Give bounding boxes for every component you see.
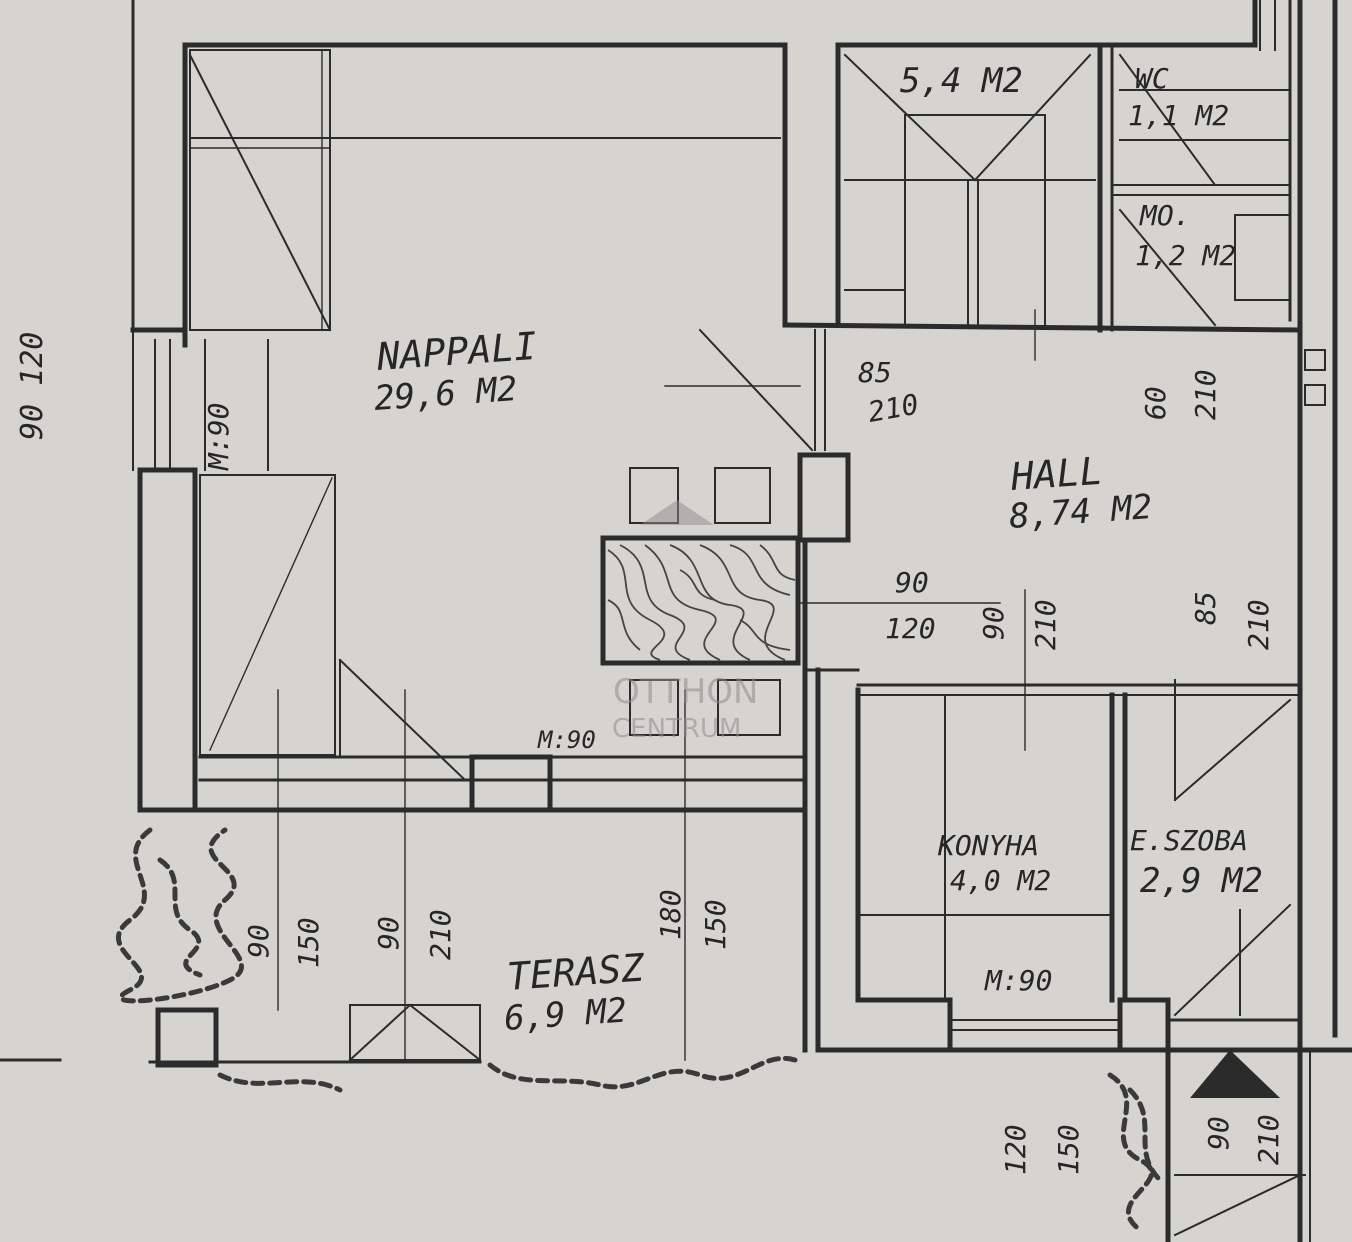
- dim-150-b: 150: [699, 899, 732, 950]
- nappali-area: 29,6 M2: [373, 369, 519, 419]
- konyha-name: KONYHA: [937, 829, 1039, 862]
- konyha-area: 4,0 M2: [950, 864, 1051, 897]
- dim-90-d: 90: [372, 916, 405, 950]
- m90-left: M:90: [202, 403, 235, 471]
- mo-area: 1,2 M2: [1135, 239, 1236, 272]
- hall-name: HALL: [1009, 449, 1104, 499]
- watermark-house-icon: [640, 500, 714, 525]
- eszoba-name: E.SZOBA: [1130, 824, 1248, 857]
- fixtures: [188, 49, 1326, 1237]
- dim-120-b: 120: [999, 1124, 1032, 1175]
- dim-150: 150: [292, 917, 325, 968]
- room-labels: NAPPALI 29,6 M2 5,4 M2 WC 1,1 M2 MO. 1,2…: [373, 61, 1263, 1039]
- dim-210-c: 210: [1029, 599, 1062, 650]
- watermark-line2: CENTRUM: [612, 714, 741, 744]
- m90-kitchen-window: M:90: [537, 726, 596, 754]
- dim-180: 180: [654, 889, 687, 940]
- wc-area: 1,1 M2: [1128, 99, 1229, 132]
- dim-90-c: 90: [242, 924, 275, 958]
- dim-210-d: 210: [1242, 599, 1275, 650]
- dim-85: 85: [858, 356, 892, 389]
- dim-210-e: 210: [424, 909, 457, 960]
- terasz-area: 6,9 M2: [503, 991, 628, 1039]
- dim-120: 120: [885, 612, 936, 645]
- dim-210-f: 210: [1252, 1114, 1285, 1165]
- m90-kitchen: M:90: [984, 964, 1052, 997]
- shrubs: [115, 827, 1163, 1233]
- watermark-line1: OTTHON: [613, 672, 758, 712]
- fireplace-hatch: [600, 535, 801, 666]
- dim-210-b: 210: [1189, 369, 1222, 420]
- watermark: OTTHON CENTRUM: [612, 500, 758, 744]
- terasz-name: TERASZ: [506, 945, 647, 999]
- wc-name: WC: [1135, 62, 1169, 95]
- furdo-area: 5,4 M2: [900, 61, 1023, 101]
- dim-90-a: 90: [895, 566, 929, 599]
- dim-90-b: 90: [977, 606, 1010, 640]
- dim-85-b: 85: [1189, 591, 1222, 625]
- side-mark: 90 120: [15, 332, 50, 440]
- eszoba-area: 2,9 M2: [1140, 861, 1263, 901]
- dim-60: 60: [1139, 386, 1172, 420]
- hall-area: 8,74 M2: [1008, 487, 1154, 537]
- dimension-labels: 85 210 60 210 90 120 90 210 85 210 90 15…: [15, 332, 1285, 1175]
- mo-name: MO.: [1139, 199, 1191, 232]
- dim-150-c: 150: [1052, 1124, 1085, 1175]
- dim-90-e: 90: [1202, 1116, 1235, 1150]
